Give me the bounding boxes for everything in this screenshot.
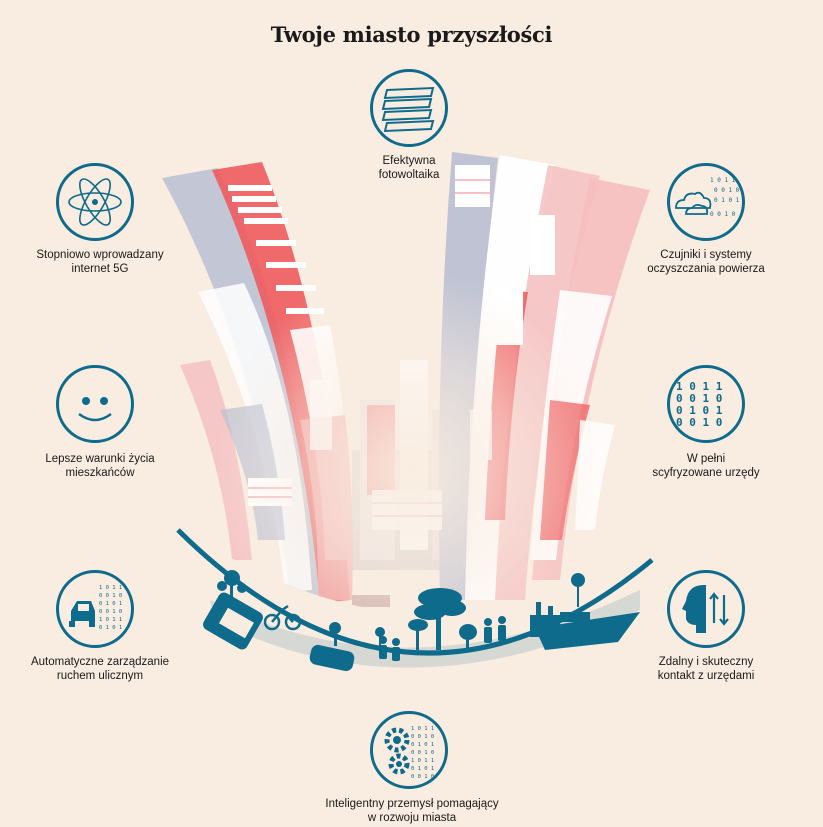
- industry-feature: 1 0 1 1 0 0 1 0 0 1 0 1 0 0 1 0 1 0 1 1 …: [370, 711, 448, 789]
- binary-grid-icon: 1 0 1 1 0 0 1 0 0 1 0 1 0 0 1 0: [676, 380, 723, 429]
- svg-text:1 0 1 1: 1 0 1 1: [676, 380, 723, 393]
- svg-text:0 0 1 0: 0 0 1 0: [99, 593, 122, 599]
- gears-binary-icon: 1 0 1 1 0 0 1 0 0 1 0 1 0 0 1 0 1 0 1 1 …: [384, 726, 434, 780]
- remote-contact-feature: [667, 570, 745, 648]
- digital-offices-feature: 1 0 1 1 0 0 1 0 0 1 0 1 0 0 1 0: [667, 365, 745, 443]
- page-title: Twoje miasto przyszłości: [270, 22, 553, 47]
- atom-icon: [68, 178, 122, 226]
- svg-text:0 0 1 0: 0 0 1 0: [99, 609, 122, 615]
- svg-text:0 1 0 1: 0 1 0 1: [99, 625, 122, 631]
- svg-text:1 0 1 1: 1 0 1 1: [710, 177, 736, 184]
- cloud-binary-icon: 1 0 1 1 0 0 1 0 0 1 0 1 0 0 1 0: [675, 177, 740, 218]
- svg-text:0 0 1 0: 0 0 1 0: [411, 750, 434, 756]
- svg-text:0 1 0 1: 0 1 0 1: [411, 742, 434, 748]
- air-sensors-feature: 1 0 1 1 0 0 1 0 0 1 0 1 0 0 1 0: [667, 163, 745, 241]
- car-binary-icon: 1 0 1 1 0 0 1 0 0 1 0 1 0 0 1 0 1 0 1 1 …: [69, 585, 122, 631]
- svg-text:1 0 1 1: 1 0 1 1: [99, 617, 122, 623]
- svg-text:0 0 1 0: 0 0 1 0: [710, 211, 736, 218]
- svg-text:0 0 1 0: 0 0 1 0: [676, 416, 722, 429]
- svg-text:1 0 1 1: 1 0 1 1: [411, 726, 434, 732]
- solar-panel-icon: [381, 86, 435, 133]
- svg-text:0 1 0 1: 0 1 0 1: [99, 601, 122, 607]
- svg-text:1 0 1 1: 1 0 1 1: [411, 758, 434, 764]
- photovoltaics-feature: [370, 69, 448, 147]
- svg-text:0 0 1 0: 0 0 1 0: [714, 187, 740, 194]
- svg-text:0 1 0 1: 0 1 0 1: [411, 766, 434, 772]
- svg-text:0 0 1 0: 0 0 1 0: [411, 774, 434, 780]
- svg-text:0 0 1 0: 0 0 1 0: [676, 392, 722, 405]
- quality-of-life-feature: [56, 365, 134, 443]
- head-arrows-icon: [682, 585, 729, 633]
- smiley-icon: [78, 397, 112, 422]
- svg-text:0 0 1 0: 0 0 1 0: [411, 734, 434, 740]
- 5g-feature: [56, 163, 134, 241]
- svg-text:0 1 0 1: 0 1 0 1: [676, 404, 723, 417]
- traffic-feature: 1 0 1 1 0 0 1 0 0 1 0 1 0 0 1 0 1 0 1 1 …: [56, 570, 134, 648]
- svg-text:1 0 1 1: 1 0 1 1: [99, 585, 122, 591]
- svg-text:0 1 0 1: 0 1 0 1: [714, 197, 740, 204]
